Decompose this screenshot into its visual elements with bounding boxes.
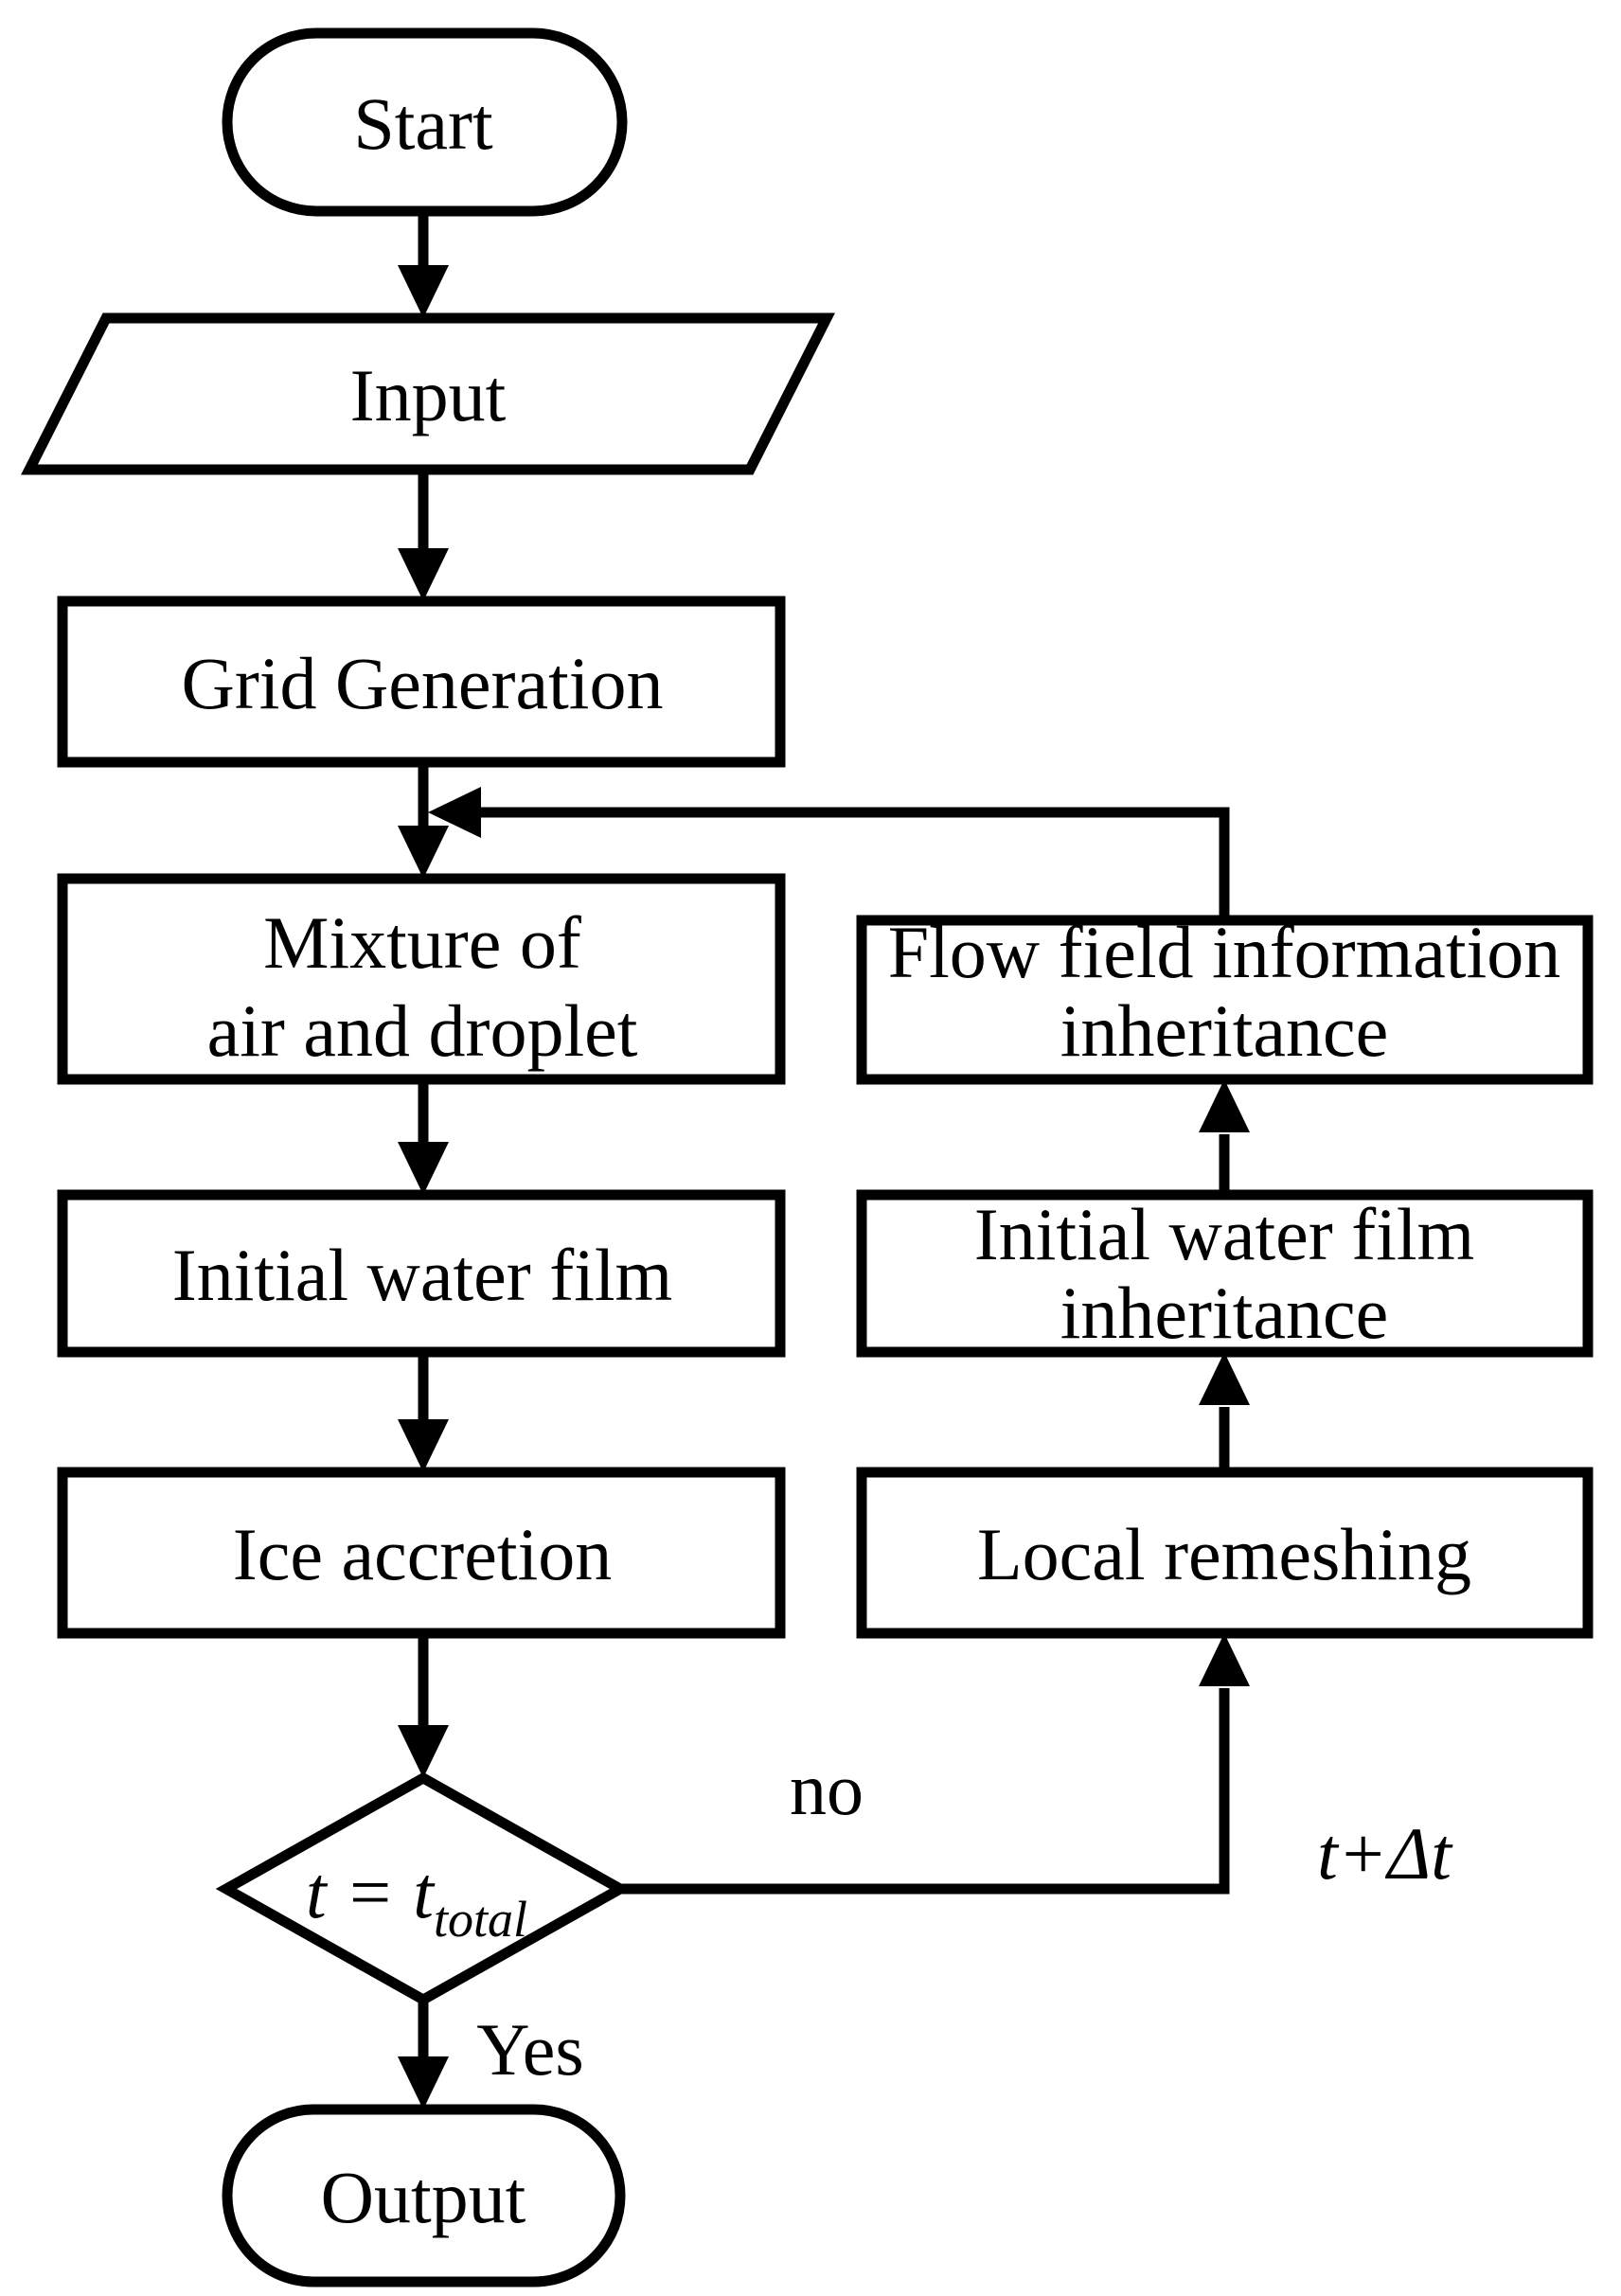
- feedback-loop-arrow: [428, 787, 1230, 920]
- arrowhead-down-icon: [398, 1419, 449, 1472]
- timestep-edge-label: t+Δt: [1317, 1812, 1453, 1895]
- water-film-inheritance-label-line2: inheritance: [1060, 1272, 1388, 1354]
- ice-accretion-label: Ice accretion: [233, 1513, 613, 1595]
- arrowhead-up-icon: [1199, 1352, 1250, 1405]
- mixture-shape: [57, 873, 786, 1085]
- feedback-shaft: [481, 807, 1230, 920]
- arrowhead-down-icon: [398, 265, 449, 318]
- mixture-node: Mixture of air and droplet: [57, 873, 786, 1085]
- flow-field-inheritance-label-line2: inheritance: [1060, 989, 1388, 1072]
- flow-field-inheritance-shape: [856, 915, 1594, 1085]
- arrowhead-up-icon: [1199, 1633, 1250, 1686]
- grid-generation-node: Grid Generation: [57, 596, 786, 768]
- output-shape: [222, 2104, 626, 2287]
- arrow-waterfilm-to-ice: [398, 1352, 449, 1472]
- local-remeshing-node: Local remeshing: [856, 1467, 1594, 1639]
- output-node: Output: [222, 2104, 626, 2287]
- input-node: Input: [21, 312, 835, 475]
- flow-field-inheritance-label-line1: Flow field information: [888, 911, 1561, 993]
- ice-accretion-node: Ice accretion: [57, 1467, 786, 1639]
- grid-generation-shape: [57, 596, 786, 768]
- input-shape: [21, 312, 835, 475]
- decision-label: t = ttotal: [306, 1851, 527, 1948]
- start-shape: [222, 27, 628, 217]
- local-remeshing-shape: [856, 1467, 1594, 1639]
- input-label: Input: [350, 354, 507, 436]
- mixture-label-line2: air and droplet: [207, 989, 638, 1072]
- decision-node: t = ttotal: [215, 1771, 632, 2006]
- no-branch-arrow: [620, 1633, 1250, 1895]
- start-node: Start: [222, 27, 628, 217]
- decision-diamond-shape: [215, 1771, 632, 2006]
- no-edge-label: no: [790, 1748, 864, 1830]
- grid-generation-label: Grid Generation: [182, 642, 664, 724]
- initial-water-film-node: Initial water film: [57, 1189, 786, 1358]
- arrow-ice-to-decision: [398, 1633, 449, 1778]
- arrowhead-down-icon: [398, 1142, 449, 1195]
- arrowhead-left-icon: [428, 787, 481, 838]
- arrow-grid-to-mixture: [398, 762, 449, 879]
- arrow-start-to-input: [398, 211, 449, 318]
- water-film-inheritance-node: Initial water film inheritance: [856, 1189, 1594, 1358]
- ice-accretion-shape: [57, 1467, 786, 1639]
- output-label: Output: [321, 2156, 526, 2238]
- initial-water-film-label: Initial water film: [172, 1234, 672, 1316]
- mixture-label-line1: Mixture of: [263, 901, 581, 984]
- arrow-decision-to-output: [398, 2000, 449, 2109]
- decision-label-subscript: total: [434, 1891, 527, 1948]
- water-film-inheritance-shape: [856, 1189, 1594, 1358]
- arrow-waterfilm-inheritance-to-flowfield: [1199, 1079, 1250, 1195]
- local-remeshing-label: Local remeshing: [977, 1513, 1471, 1595]
- no-branch-shaft: [620, 1688, 1230, 1895]
- water-film-inheritance-label-line1: Initial water film: [974, 1193, 1474, 1275]
- yes-edge-label: Yes: [476, 2008, 584, 2091]
- initial-water-film-shape: [57, 1189, 786, 1358]
- arrow-remeshing-to-waterfilm-inheritance: [1199, 1352, 1250, 1472]
- arrowhead-down-icon: [398, 2056, 449, 2109]
- arrow-mixture-to-waterfilm: [398, 1079, 449, 1195]
- arrowhead-down-icon: [398, 1725, 449, 1778]
- flow-field-inheritance-node: Flow field information inheritance: [856, 911, 1594, 1085]
- arrow-input-to-grid: [398, 470, 449, 601]
- arrowhead-up-icon: [1199, 1079, 1250, 1132]
- arrowhead-down-icon: [398, 826, 449, 879]
- arrowhead-down-icon: [398, 548, 449, 601]
- start-label: Start: [353, 82, 493, 165]
